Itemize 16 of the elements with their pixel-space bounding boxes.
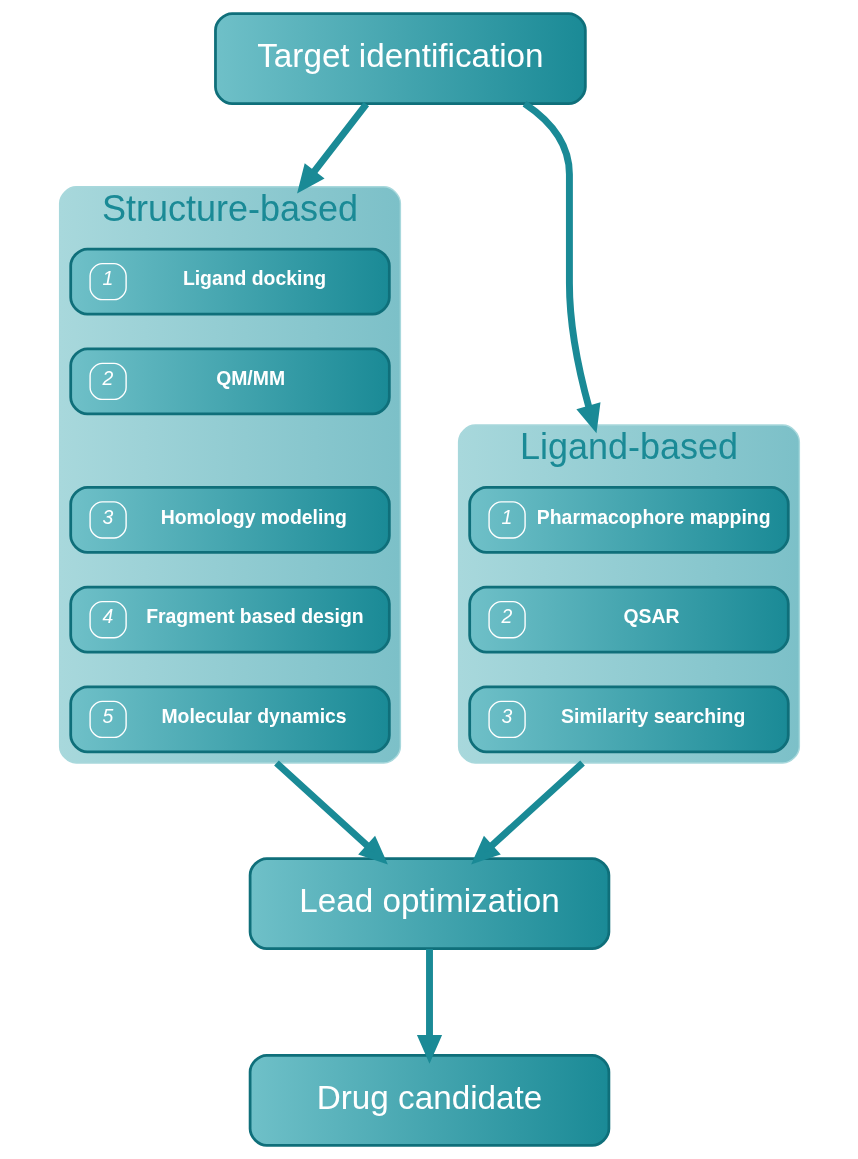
node-box: 3 Similarity searching <box>467 685 790 754</box>
node-box: Drug candidate <box>248 1053 610 1147</box>
node-box: 3 Homology modeling <box>68 486 391 554</box>
node-box: Target identification <box>213 12 587 106</box>
node-box: 4 Fragment based design <box>68 585 391 654</box>
node-box: 2 QSAR <box>467 585 790 654</box>
node-box: 5 Molecular dynamics <box>68 685 391 754</box>
node-box: 2 QM/MM <box>68 347 391 416</box>
node-box: 1 Ligand docking <box>68 247 391 316</box>
arrow <box>273 760 388 865</box>
arrow <box>296 101 369 194</box>
arrow <box>416 949 442 1064</box>
arrow <box>522 100 600 434</box>
node-box: 1 Pharmacophore mapping <box>467 486 790 554</box>
arrow <box>470 760 585 865</box>
node-box: Lead optimization <box>248 857 610 951</box>
